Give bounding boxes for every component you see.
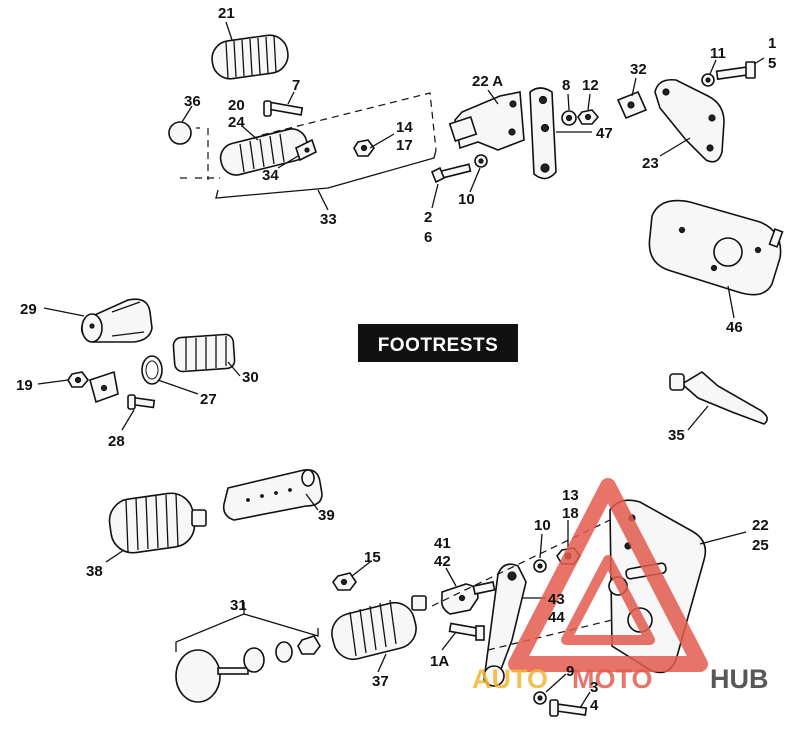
- label-9: 9: [566, 663, 574, 680]
- label-27: 27: [200, 391, 217, 408]
- label-2: 2: [424, 209, 432, 226]
- part-15-nut: [332, 572, 357, 591]
- part-34-clip: [295, 138, 317, 162]
- leader-lines: [37, 21, 765, 709]
- label-44: 44: [548, 609, 565, 626]
- part-10-washer-lower: [533, 559, 547, 573]
- label-17: 17: [396, 137, 413, 154]
- label-15: 15: [364, 549, 381, 566]
- label-13: 13: [562, 487, 579, 504]
- part-3-4-bolt: [549, 699, 588, 717]
- label-41: 41: [434, 535, 451, 552]
- part-8-washer: [561, 110, 577, 126]
- label-35: 35: [668, 427, 685, 444]
- label-38: 38: [86, 563, 103, 580]
- part-19-nut: [67, 371, 90, 388]
- label-10: 10: [458, 191, 475, 208]
- label-39: 39: [318, 507, 335, 524]
- part-29-footpeg: [80, 298, 153, 343]
- label-37: 37: [372, 673, 389, 690]
- watermark-moto: MOTO: [572, 664, 653, 694]
- part-1-5-bolt: [715, 61, 756, 81]
- label-23: 23: [642, 155, 659, 172]
- part-36-cap: [168, 121, 192, 145]
- label-5: 5: [768, 55, 776, 72]
- label-24: 24: [228, 114, 245, 131]
- label-10-lower: 10: [534, 517, 551, 534]
- watermark-text: AUTO MOTO HUB: [472, 664, 769, 694]
- part-46-cover: [648, 199, 784, 296]
- label-3: 3: [590, 679, 598, 696]
- part-clip-bracket: [89, 370, 119, 404]
- label-8: 8: [562, 77, 570, 94]
- part-21-footpeg-rubber: [211, 34, 289, 80]
- label-12: 12: [582, 77, 599, 94]
- label-20: 20: [228, 97, 245, 114]
- part-41-42-pivot: [440, 581, 496, 615]
- part-14-17-nut: [353, 139, 375, 157]
- title-box: FOOTRESTS: [358, 324, 518, 362]
- part-32-clevis: [616, 90, 648, 120]
- part-38-rubber: [108, 492, 207, 554]
- label-21: 21: [218, 5, 235, 22]
- label-28: 28: [108, 433, 125, 450]
- watermark-hub: HUB: [710, 664, 769, 694]
- label-43: 43: [548, 591, 565, 608]
- label-1: 1: [768, 35, 776, 52]
- part-12-nut: [577, 109, 600, 125]
- part-30-footpeg: [172, 333, 236, 373]
- label-22: 22: [752, 517, 769, 534]
- part-23-plate: [654, 78, 725, 163]
- label-22a: 22 A: [472, 73, 503, 90]
- part-7-pin: [263, 100, 304, 117]
- part-35-arm: [669, 371, 768, 425]
- part-1a-bolt: [448, 622, 485, 641]
- part-labels: 21 7 36 20 24 34 14 17 33 22 A 8 12 47 2…: [16, 5, 776, 714]
- label-29: 29: [20, 301, 37, 318]
- part-37-footpeg: [331, 595, 427, 661]
- label-7: 7: [292, 77, 300, 94]
- label-18: 18: [562, 505, 579, 522]
- label-34: 34: [262, 167, 279, 184]
- title: FOOTRESTS: [378, 335, 499, 356]
- watermark-auto: AUTO: [472, 664, 548, 694]
- label-30: 30: [242, 369, 259, 386]
- label-6: 6: [424, 229, 432, 246]
- part-9-washer: [533, 691, 547, 705]
- label-4: 4: [590, 697, 599, 714]
- label-42: 42: [434, 553, 451, 570]
- label-31: 31: [230, 597, 247, 614]
- label-46: 46: [726, 319, 743, 336]
- label-11: 11: [710, 45, 726, 62]
- label-33: 33: [320, 211, 337, 228]
- part-20-24-footpeg: [219, 128, 309, 176]
- part-2-6-bolt: [430, 163, 472, 184]
- label-19: 19: [16, 377, 33, 394]
- label-25: 25: [752, 537, 769, 554]
- part-22a-bracket: [448, 91, 525, 151]
- part-11-washer: [701, 73, 715, 87]
- label-36: 36: [184, 93, 201, 110]
- part-10-washer: [474, 154, 488, 168]
- part-27-ring: [141, 355, 163, 385]
- watermark-logo: [508, 478, 708, 672]
- part-39-footpeg: [222, 468, 323, 521]
- part-31-cap-washers: [175, 635, 321, 703]
- part-47-link: [529, 87, 557, 180]
- label-14: 14: [396, 119, 413, 136]
- label-32: 32: [630, 61, 647, 78]
- label-47: 47: [596, 125, 613, 142]
- label-1a: 1A: [430, 653, 449, 670]
- part-28-bolt: [127, 394, 156, 410]
- part-43-44-lever: [483, 563, 527, 687]
